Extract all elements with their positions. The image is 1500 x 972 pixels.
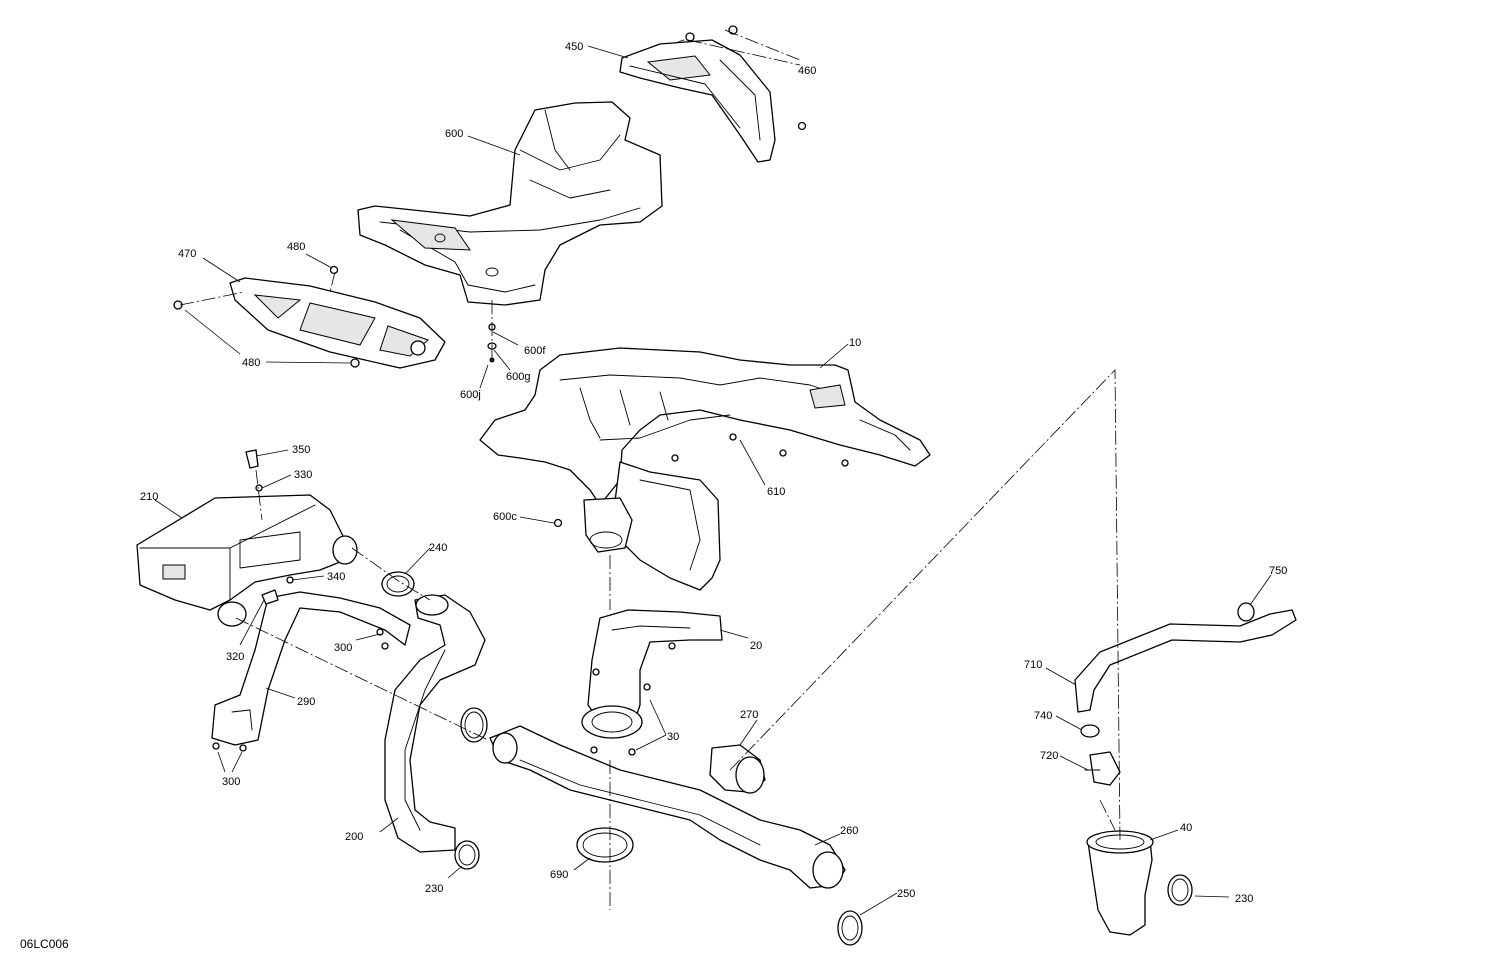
callout-240: 240 (429, 542, 447, 554)
part-450-duct-cover (619, 39, 776, 163)
callout-750: 750 (1269, 565, 1287, 577)
callout-250: 250 (897, 888, 915, 900)
alignment-lines (179, 29, 1121, 910)
part-290-bracket (211, 576, 411, 752)
callout-610: 610 (767, 486, 785, 498)
callout-320: 320 (226, 651, 244, 663)
callout-340: 340 (327, 571, 345, 583)
callout-300-lower: 300 (222, 776, 240, 788)
part-350-330-fasteners (245, 449, 263, 492)
callout-20: 20 (750, 640, 762, 652)
part-240-clamp (381, 571, 415, 597)
callout-230-right: 230 (1235, 893, 1253, 905)
callout-690: 690 (550, 869, 568, 881)
callout-450: 450 (565, 41, 583, 53)
part-750-cap (1237, 602, 1255, 622)
callout-600g: 600g (506, 371, 530, 383)
callout-30: 30 (667, 731, 679, 743)
figure-id: 06LC006 (20, 937, 69, 951)
callout-labels: 450 460 600 470 480 480 600f 600g 600j 1… (20, 41, 1287, 951)
callout-230-left: 230 (425, 883, 443, 895)
callout-720: 720 (1040, 750, 1058, 762)
callout-600f: 600f (524, 345, 546, 357)
part-470-grille (229, 277, 446, 369)
callout-480-bottom: 480 (242, 357, 260, 369)
callout-270: 270 (740, 709, 758, 721)
callout-290: 290 (297, 696, 315, 708)
part-210-intercooler (136, 494, 358, 627)
callout-740: 740 (1034, 710, 1052, 722)
callout-470: 470 (178, 248, 196, 260)
part-600-air-box (357, 101, 663, 306)
part-600c-screw (553, 518, 563, 528)
part-230-clamp-right (1167, 874, 1193, 906)
callout-40: 40 (1180, 822, 1192, 834)
callout-460: 460 (798, 65, 816, 77)
part-710-vent-hose (1074, 609, 1297, 713)
callout-710: 710 (1024, 659, 1042, 671)
part-20-duct (581, 609, 723, 739)
part-720-valve (1084, 751, 1121, 786)
callout-350: 350 (292, 444, 310, 456)
part-40-separator (1086, 830, 1154, 936)
part-690-clamp (576, 827, 634, 863)
callout-10: 10 (849, 337, 861, 349)
callout-480-top: 480 (287, 241, 305, 253)
callout-600c: 600c (493, 511, 517, 523)
part-260-y-pipe (489, 725, 846, 889)
callout-260: 260 (840, 825, 858, 837)
part-200-hose (384, 594, 486, 853)
callout-200: 200 (345, 831, 363, 843)
part-740-clamp (1080, 724, 1100, 738)
callout-210: 210 (140, 491, 158, 503)
callout-600: 600 (445, 128, 463, 140)
callout-330: 330 (294, 469, 312, 481)
part-30-screws (590, 642, 676, 756)
part-230-clamp-left (454, 840, 480, 870)
part-200-clamp-mid (460, 707, 488, 743)
part-610-screws (671, 433, 849, 467)
part-10-tray (479, 347, 931, 591)
part-250-clamp (837, 910, 863, 946)
part-480-screws (173, 265, 360, 368)
part-270-elbow (709, 744, 766, 794)
callout-600j: 600j (460, 389, 481, 401)
callout-300-upper: 300 (334, 642, 352, 654)
leader-lines (154, 45, 1272, 916)
